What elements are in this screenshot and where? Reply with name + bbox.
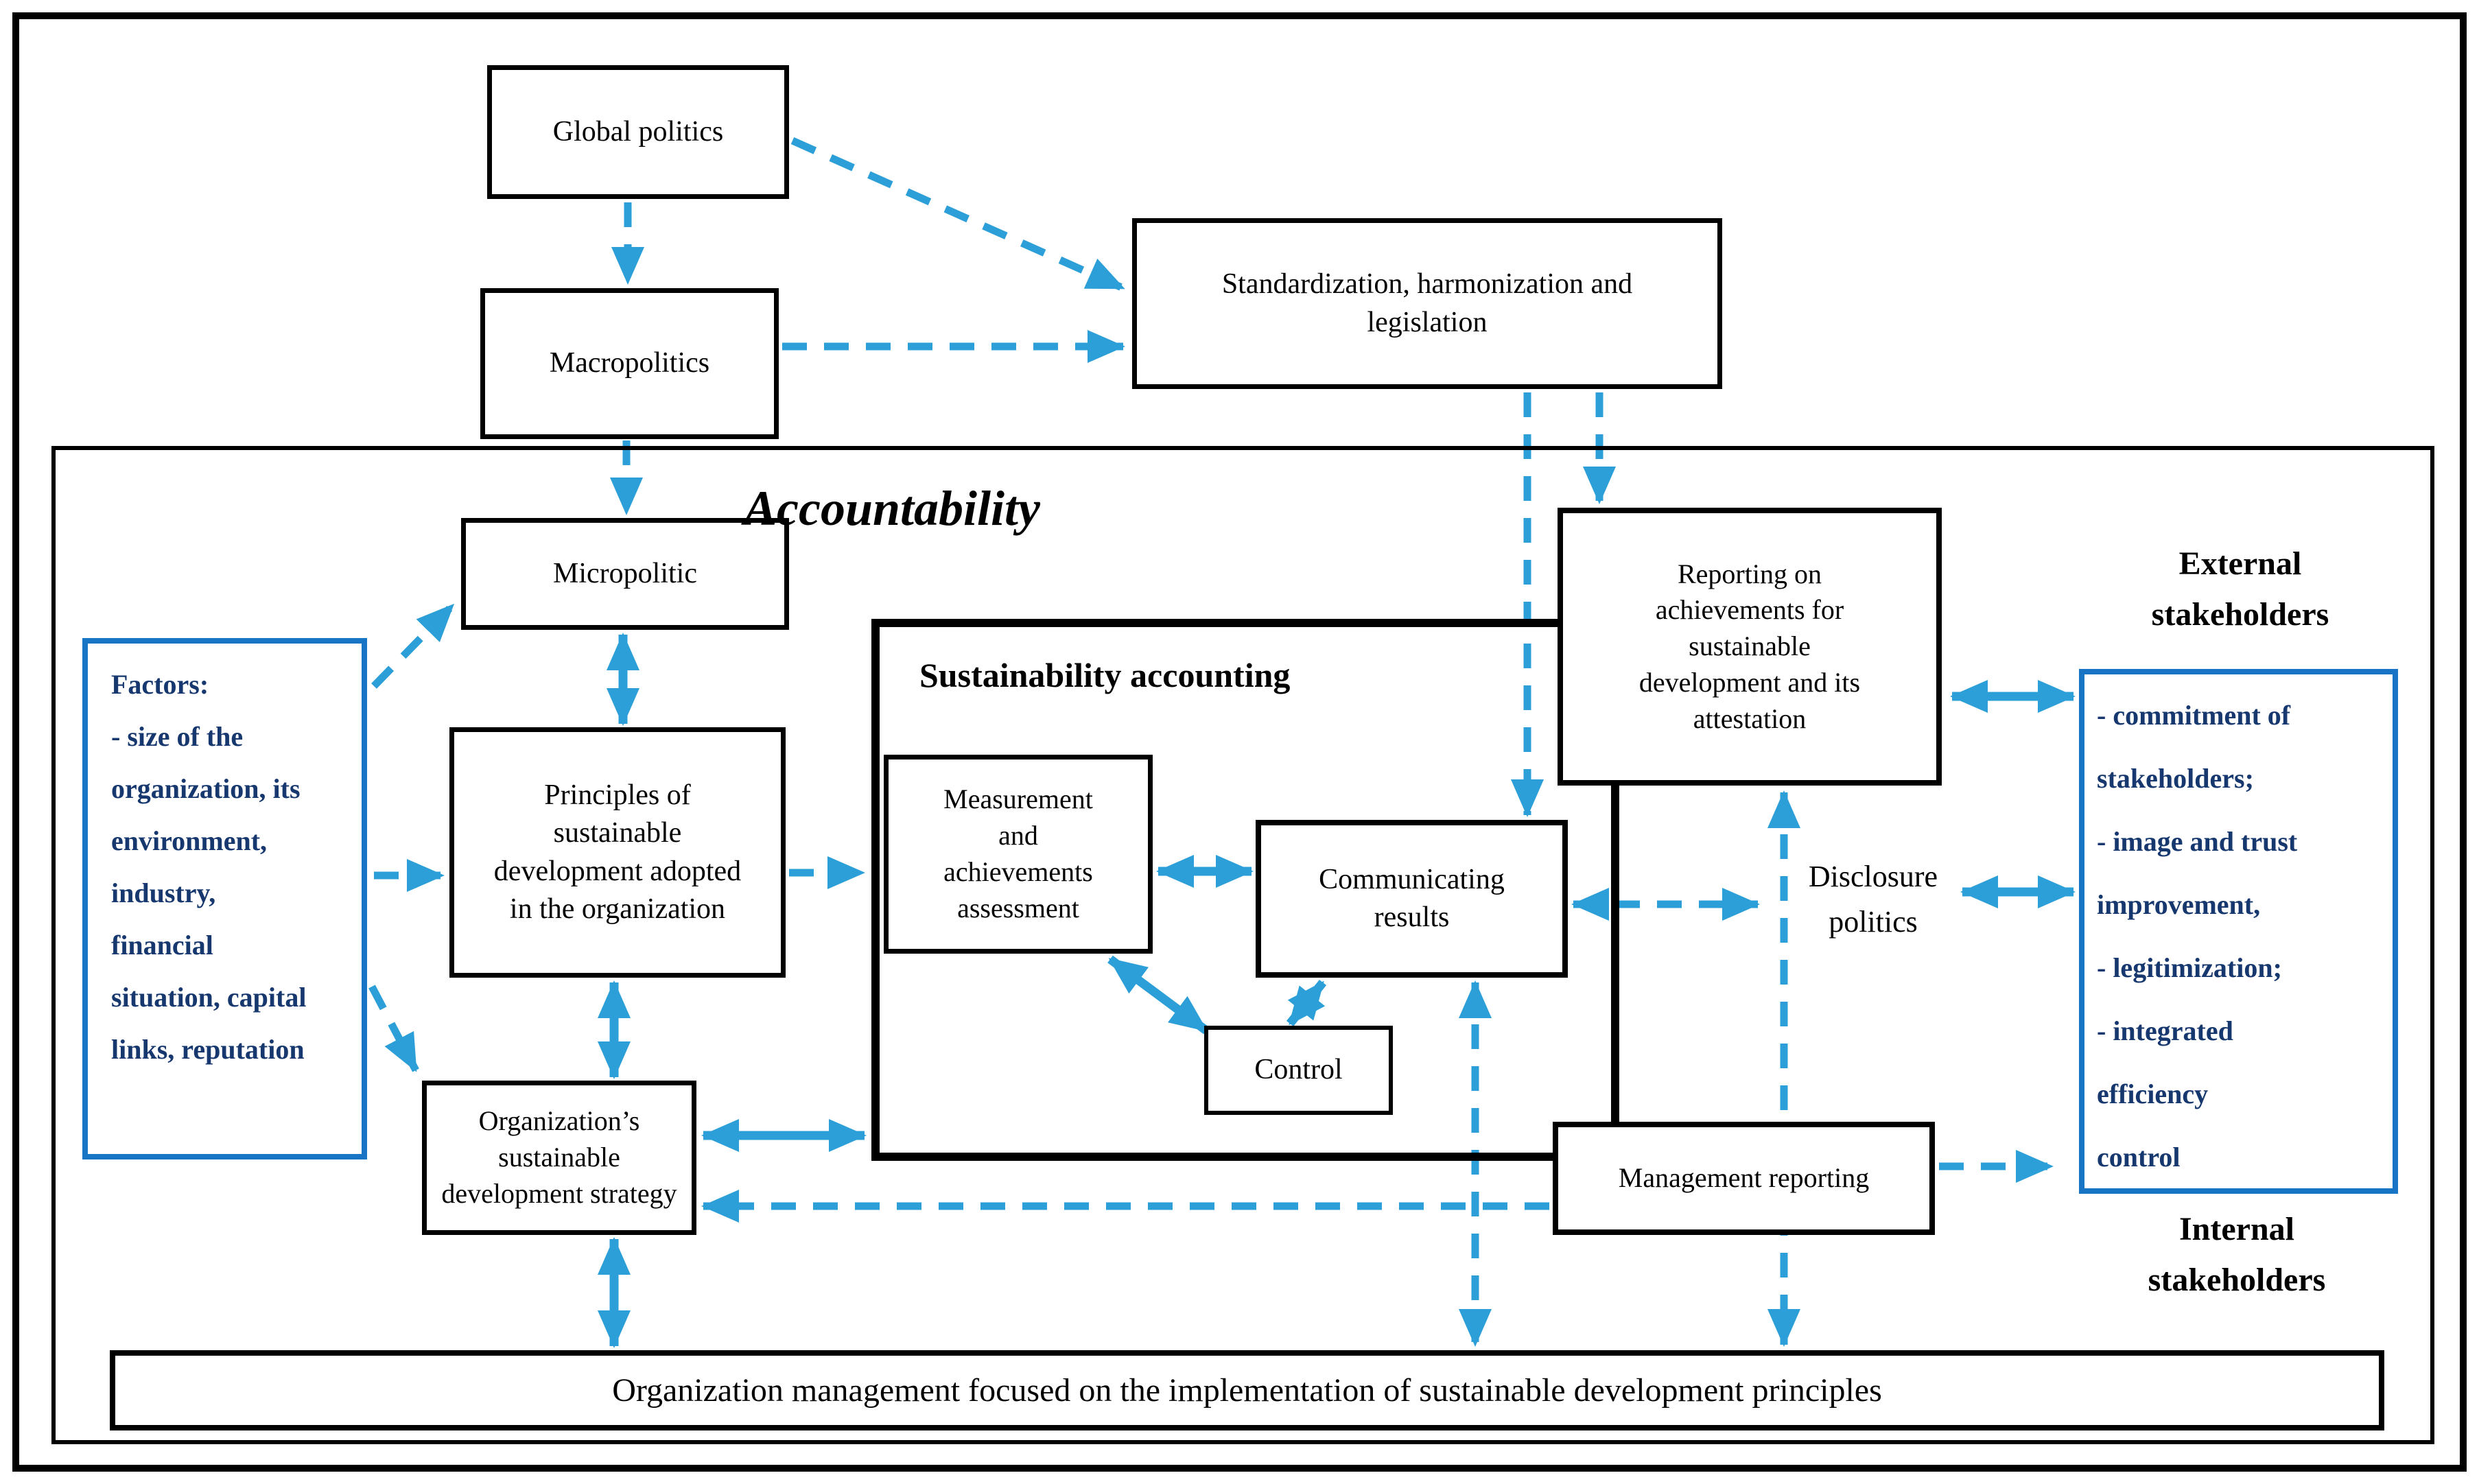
arrow-factors-to-strategy (368, 985, 419, 1072)
node-measurement: Measurement and achievements assessment (884, 755, 1153, 954)
node-strategy: Organization’s sustainable development s… (422, 1081, 696, 1235)
sustainability-accounting-title: Sustainability accounting (919, 656, 1291, 694)
outer-frame (12, 12, 2467, 1472)
stakeholder-benefits-box: - commitment of stakeholders; - image an… (2079, 669, 2398, 1194)
arrow-measurement-control (1107, 955, 1209, 1035)
node-standardization: Standardization, harmonization and legis… (1132, 218, 1722, 389)
stakeholder-benefits-text: - commitment of stakeholders; - image an… (2097, 700, 2298, 1173)
banner-organization-management: Organization management focused on the i… (110, 1350, 2384, 1430)
node-management-reporting: Management reporting (1553, 1122, 1935, 1235)
arrow-communicating-control (1286, 979, 1327, 1027)
node-control: Control (1204, 1026, 1393, 1115)
node-micropolitic: Micropolitic (461, 518, 789, 630)
factors-text: Factors: - size of the organization, its… (111, 669, 307, 1065)
accountability-title: Accountability (744, 481, 1040, 536)
factors-box (82, 638, 367, 1159)
arrow-global-to-standardization (790, 137, 1125, 292)
node-reporting: Reporting on achievements for sustainabl… (1558, 508, 1942, 786)
internal-stakeholders-label: Internal stakeholders (2148, 1211, 2326, 1299)
accountability-container (51, 446, 2434, 1444)
node-principles: Principles of sustainable development ad… (449, 727, 786, 978)
disclosure-politics-label: Disclosure politics (1808, 860, 1938, 939)
node-communicating-results: Communicating results (1256, 820, 1568, 978)
node-global-politics: Global politics (487, 65, 789, 199)
external-stakeholders-label: External stakeholders (2151, 545, 2329, 633)
node-macropolitics: Macropolitics (480, 288, 779, 439)
arrow-factors-to-micro (371, 602, 456, 689)
